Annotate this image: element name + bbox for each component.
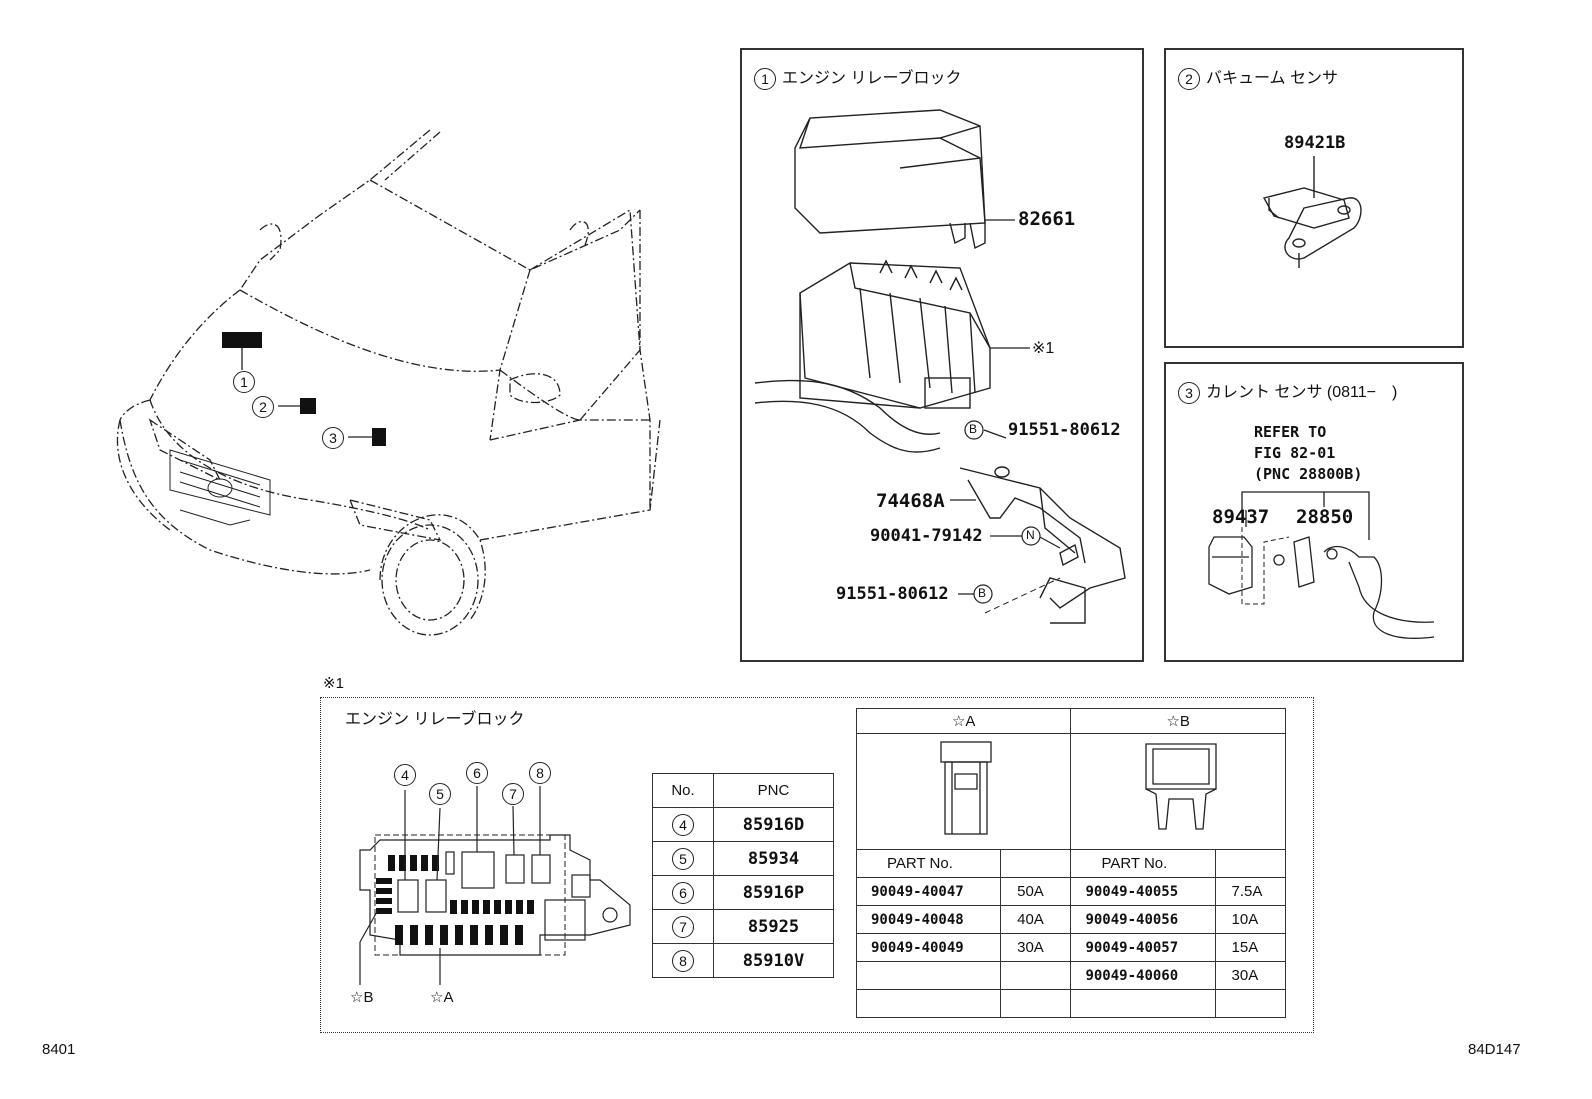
table-row: 7 85925 [652,909,834,944]
part-82661: 82661 [1018,208,1076,230]
footer-left-code: 8401 [42,1041,76,1058]
table-row: 90049-40048 40A 90049-40056 10A [855,905,1287,934]
callout-b-2: B [978,586,987,600]
part-89437: 89437 [1212,506,1270,528]
relay-callout-7: 7 [502,783,530,805]
fuse-b-illustration [1070,733,1286,850]
pnc-table: No. PNC 4 85916D 5 85934 6 85916P 7 8592… [652,773,834,978]
car-illustration [116,129,661,636]
relay-callout-8: 8 [529,762,557,784]
table-row: 90049-40049 30A 90049-40057 15A [855,933,1287,962]
footer-right-code: 84D147 [1468,1041,1521,1058]
table-row: 90049-40060 30A [855,961,1287,990]
relay-block-layout-drawing [359,786,631,985]
callout-n: N [1026,528,1035,542]
table-row: 90049-40047 50A 90049-40055 7.5A [855,877,1287,906]
detail-note-mark: ※1 [323,675,344,692]
part-89421B: 89421B [1284,133,1346,153]
part-91551-80612-b: 91551-80612 [836,584,949,604]
table-row: 5 85934 [652,841,834,876]
refer-line-1: REFER TO [1254,423,1327,441]
relay-callout-4: 4 [394,764,422,786]
part-28850: 28850 [1296,506,1354,528]
fuse-table: ☆A ☆B PART No. [855,708,1287,1018]
pnc-header-pnc: PNC [713,773,834,808]
star-b-label: ☆B [350,989,374,1006]
fuse-col-b-header: ☆B [1070,708,1286,734]
panel-relay-detail [320,697,1314,1033]
car-callout-1: 1 [233,371,261,393]
relay-callout-6: 6 [466,762,494,784]
part-90041-79142: 90041-79142 [870,526,983,546]
relay-detail-title: エンジン リレーブロック [345,711,525,728]
table-row [855,989,1287,1018]
car-callout-2: 2 [252,396,280,418]
relay-callout-5: 5 [429,783,457,805]
car-callout-3: 3 [322,427,350,449]
pnc-header-no: No. [652,773,714,808]
refer-line-2: FIG 82-01 [1254,444,1336,462]
star-a-label: ☆A [430,989,454,1006]
part-74468A: 74468A [876,490,945,512]
table-row: 8 85910V [652,943,834,978]
fuse-col-a-header: ☆A [855,708,1072,734]
part-91551-80612-a: 91551-80612 [1008,420,1121,440]
relay-block-cover-drawing [754,109,1126,624]
note-mark-1: ※1 [1032,340,1055,357]
vacuum-sensor-drawing [1262,156,1362,268]
fuse-a-illustration [855,733,1072,850]
table-row: 6 85916P [652,875,834,910]
refer-line-3: (PNC 28800B) [1254,465,1363,483]
callout-b-1: B [969,422,978,436]
table-row: 4 85916D [652,807,834,842]
fuse-a-part-header: PART No. [855,849,1002,878]
current-sensor-drawing [1208,491,1435,639]
fuse-b-part-header: PART No. [1070,849,1216,878]
